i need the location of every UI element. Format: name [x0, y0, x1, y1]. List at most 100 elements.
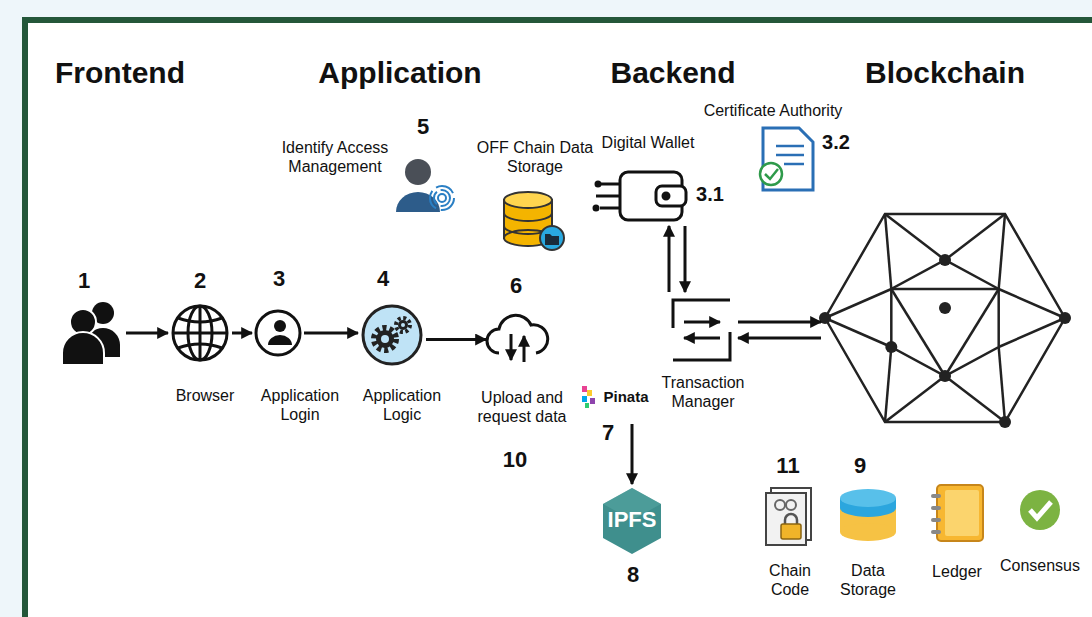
cloud-icon-part — [523, 336, 526, 362]
transaction-manager-icon-part — [673, 300, 730, 328]
ledger-icon-part — [945, 490, 979, 536]
cloud-icon — [487, 315, 548, 362]
ledger-icon-part-part — [931, 506, 941, 510]
data-storage-icon-part — [840, 523, 896, 541]
ledger-icon — [931, 485, 983, 541]
node-label: Transaction Manager — [653, 373, 753, 411]
node-label: Upload and request data — [466, 388, 578, 426]
certificate-icon-part-part — [776, 145, 804, 148]
blockchain-icosahedron-part — [1059, 312, 1071, 324]
node-label: Data Storage — [832, 561, 904, 599]
callout-number: 3 — [259, 266, 299, 292]
connector-arrow — [232, 333, 252, 334]
database-icon-part — [504, 192, 552, 208]
connector-line — [232, 332, 252, 335]
blockchain-icosahedron-part — [999, 214, 1005, 289]
database-icon — [504, 192, 564, 250]
node-label: IPFS — [604, 507, 660, 533]
callout-number: 7 — [593, 420, 623, 446]
callout-number: 9 — [840, 453, 880, 479]
blockchain-icosahedron-part — [885, 376, 945, 422]
node-label: Certificate Authority — [681, 101, 865, 120]
blockchain-icosahedron-part — [885, 214, 891, 289]
consensus-icon: Consensus — [1020, 490, 1060, 530]
ipfs-logo — [603, 488, 661, 554]
wallet-icon-part — [596, 182, 600, 186]
chaincode-icon: 11Chain Code — [764, 488, 812, 546]
blockchain-icosahedron-part — [939, 302, 951, 314]
pinata-logo-part — [582, 386, 587, 392]
ledger-icon: Ledger — [930, 485, 984, 542]
blockchain-icosahedron-part — [945, 376, 1005, 422]
browser-icon: 2Browser — [172, 305, 228, 361]
logic-icon: 4Application Logic — [362, 305, 422, 365]
callout-number: 8 — [613, 562, 653, 588]
node-label: Identify Access Management — [279, 138, 391, 176]
blockchain-icosahedron-part — [999, 289, 1065, 318]
blockchain-icosahedron — [819, 214, 1071, 428]
callout-number: 6 — [496, 273, 536, 299]
pinata-logo-part — [587, 390, 592, 396]
transaction-manager-icon-part — [673, 332, 730, 360]
transaction-manager-icon-part — [684, 337, 720, 340]
callout-number: 2 — [180, 268, 220, 294]
connector-line — [738, 337, 821, 340]
blockchain-icosahedron-part — [939, 370, 951, 382]
login-icon-part — [268, 335, 292, 345]
node-label: Application Login — [248, 386, 352, 424]
blockchain-icosahedron-part — [999, 416, 1011, 428]
identity-icon-part — [430, 186, 454, 210]
node-label: Browser — [160, 386, 250, 405]
data-storage-icon: 9Data Storage — [840, 489, 896, 541]
connector-arrow — [304, 333, 358, 334]
blockchain-icosahedron-part — [939, 254, 951, 266]
callout-number: 1 — [64, 268, 104, 294]
node-label: Pinata — [599, 388, 653, 406]
login-icon — [256, 311, 300, 355]
globe-icon-part — [199, 306, 202, 360]
certificate-icon-part — [765, 169, 778, 179]
callout-number: 11 — [766, 453, 810, 479]
column-heading: Frontend — [20, 55, 220, 91]
certificate-icon-part — [760, 163, 782, 185]
data-storage-icon-part — [840, 489, 896, 507]
connector-line — [738, 321, 821, 324]
connector-line — [426, 338, 486, 341]
callout-number: 5 — [403, 114, 443, 140]
database-icon-part — [545, 234, 559, 245]
wallet-icon-part — [600, 207, 620, 210]
certificate-icon-part-part — [784, 163, 804, 166]
ledger-icon-part — [937, 485, 983, 541]
chaincode-icon-part — [775, 500, 785, 510]
identity-icon-part — [405, 159, 431, 185]
blockchain-icosahedron-part — [885, 341, 897, 353]
chaincode-icon — [766, 488, 811, 545]
wallet-icon-part — [656, 186, 686, 206]
node-label: OFF Chain Data Storage — [476, 138, 594, 176]
wallet-icon: Digital Wallet3.1 — [594, 170, 686, 222]
wallet-icon-part — [594, 206, 598, 210]
storage-icon: OFF Chain Data Storage — [503, 190, 565, 252]
identity-icon: 5Identify Access Management — [396, 156, 458, 214]
gear-icon-part — [401, 323, 405, 327]
identity-icon-part-part — [434, 190, 450, 206]
blockchain-icosahedron-part — [825, 318, 891, 347]
globe-icon-part — [178, 344, 222, 348]
connector-line — [304, 332, 358, 335]
node-label: Application Logic — [350, 386, 454, 424]
column-heading: Application — [280, 55, 520, 91]
blockchain-icosahedron-part — [891, 260, 998, 376]
blockchain-icosahedron-part — [999, 318, 1065, 347]
transaction-manager: Transaction Manager — [668, 296, 734, 364]
identity-icon-part — [396, 192, 440, 212]
identity-icon — [396, 159, 454, 212]
certificate-icon-part-part — [776, 154, 804, 157]
database-icon-part — [504, 213, 552, 221]
pinata-logo-part — [582, 396, 587, 402]
chaincode-icon-part — [786, 500, 796, 510]
connector-arrow — [738, 322, 821, 338]
gear-icon-part — [363, 306, 421, 364]
